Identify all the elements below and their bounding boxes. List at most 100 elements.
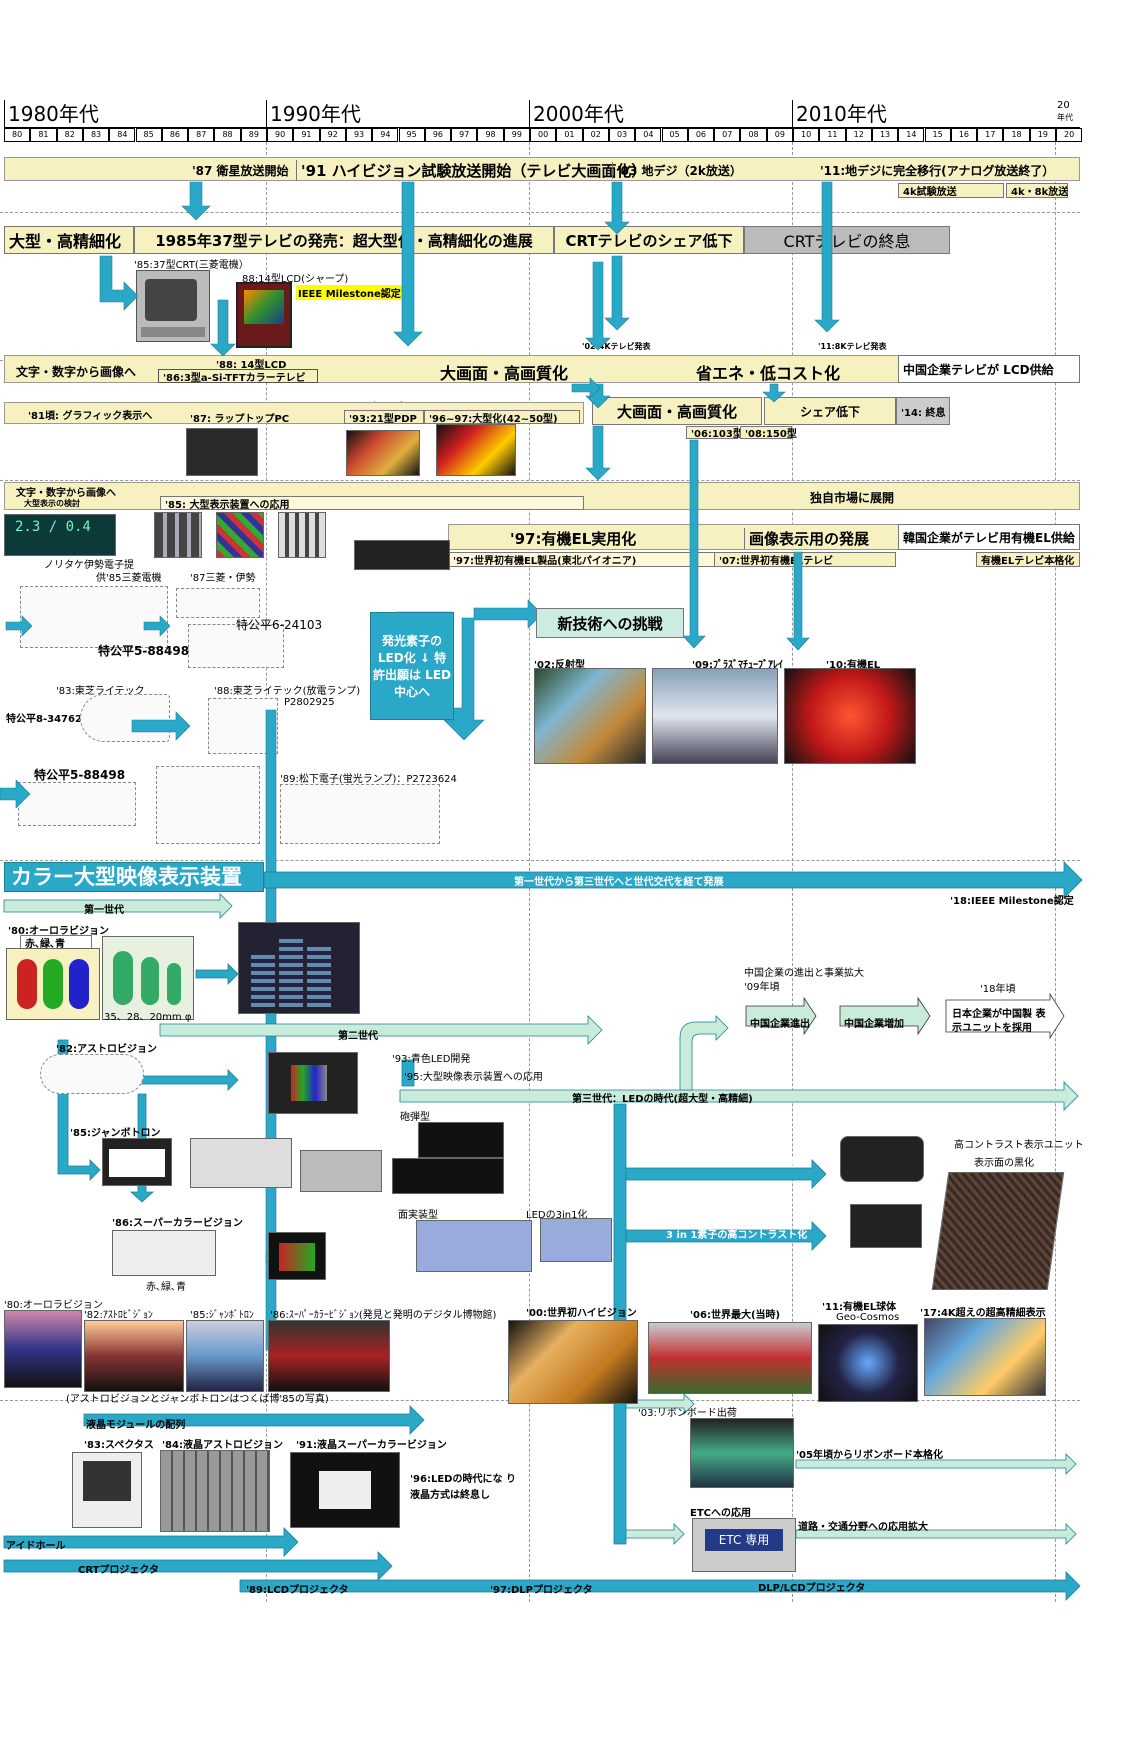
caption: 表示面の黒化 [974,1158,1034,1169]
year-tick: 98 [477,128,504,142]
pdp-laptop: '87: ラップトップPC [190,413,290,425]
year-tick: 20 [1056,128,1083,142]
year-tick: 10 [793,128,820,142]
china-branch [679,1015,729,1091]
photo-caption: '80:オーロラビジョン [4,1300,103,1311]
lcd-cost: 省エネ・低コスト化 [696,364,841,383]
caption: 面実装型 [398,1210,438,1221]
broadcast-2011: '11:地デジに完全移行(アナログ放送終了） [820,164,1055,178]
patent-drawing [188,624,284,668]
right-arrow [137,1069,239,1091]
lens-led-image [840,1136,924,1182]
jumbotron-unit-image [190,1138,292,1188]
aurora-bulbs-image [6,948,100,1020]
year-tick: 96 [424,128,452,142]
vfd-image: 2.3 / 0.4 [4,514,116,556]
patent-number: 特公平8-34762 [6,714,82,725]
vfd-module-image [154,512,202,558]
divider [0,860,1080,861]
broadcast-band [4,157,1080,181]
aurora-tubes-image [102,936,194,1020]
caption: '80:オーロラビジョン [8,926,109,937]
bullet-led-image [392,1158,504,1194]
dlp-projector-label: '97:DLPプロジェクタ [490,1585,593,1596]
black-surface-image [931,1172,1065,1290]
eidophor-label: アイドホール [6,1541,66,1552]
divider [0,480,1080,481]
year-tick: 81 [30,128,57,142]
pdp-42-image [436,424,516,476]
milestone-badge: IEEE Milestone認定 [296,285,403,300]
lens-label: 砲弾型の一部がﾚﾝｽﾞ付き面実装型へ [646,1158,806,1169]
new-tech-caption: '02:反射型 [534,660,585,671]
etc-photo: ETC 専用 [692,1518,796,1572]
caption: '85:ジャンボトロン [70,1128,161,1139]
spectus-photo [72,1452,142,1528]
caption: '87三菱・伊勢 [190,573,256,584]
caption: 赤､緑､青 [146,1282,186,1293]
caption: '91:液晶スーパーカラービジョン [296,1440,447,1451]
oled-product-image [354,540,450,570]
year-tick: 08 [740,128,767,142]
oled-practical: '97:有機EL実用化 [510,530,637,548]
year-tick: 84 [109,128,136,142]
super-color-bulbs-image [112,1230,216,1276]
caption: 高コントラスト表示ユニット [954,1140,1084,1151]
caption: '95:大型映像表示装置への応用 [404,1072,543,1083]
pdp-150: '08:150型 [740,426,797,440]
smd-led-image [416,1220,532,1272]
astro-photo [84,1320,184,1392]
year-tick: 05 [661,128,688,142]
gen2-module-image [268,1052,358,1114]
year-tick: 93 [345,128,373,142]
right-arrow [5,615,33,637]
caption: '82:アストロビジョン [56,1044,157,1055]
eidophor-arrow [3,1527,299,1557]
pdp-103: '06:103型 [686,426,743,440]
plasma-tube-image [652,668,778,764]
pdp-end: '14: 終息 [896,397,950,425]
patent-drawing [280,784,440,844]
down-arrow [786,551,810,651]
aurora-photo [4,1310,82,1388]
year-tick: 11 [819,128,846,142]
gen2-label: 第二世代 [338,1031,378,1042]
year-tick: 88 [214,128,241,142]
pdp-large-quality: 大画面・高画質化 [592,397,762,425]
year-tick: 95 [398,128,425,142]
year-tick: 06 [687,128,715,142]
caption: '05年頃からリボンボード本格化 [796,1450,943,1461]
patent-caption: '83:東芝ライテック [56,686,145,697]
year-tick: 03 [608,128,636,142]
oled-image-display: 画像表示用の発展 [744,528,869,549]
year-tick: 94 [372,128,399,142]
photo-caption: '17:4K超えの超高精細表示 [920,1308,1046,1319]
year-tick: 19 [1029,128,1056,142]
caption: '84:液晶アストロビジョン [162,1440,283,1451]
etc-sign: ETC 専用 [705,1529,783,1551]
year-tick: 01 [556,128,583,142]
photo-note: (アストロビジョンとジャンボトロンはつくば博'85の写真) [66,1394,329,1405]
3in1-high-contrast-image [850,1204,922,1248]
broadcast-1991: '91 ハイビジョン試験放送開始（テレビ大画面化） [296,160,646,181]
caption: ETCへの応用 [690,1508,751,1519]
gen3-arrow [399,1081,1079,1111]
china-increase: 中国企業増加 [844,1019,904,1030]
oled-korea: 韓国企業がテレビ用有機EL供給 [898,524,1080,550]
caption: 供'85三菱電機 [96,573,162,584]
lcd-astro-photo [160,1450,270,1532]
year-tick: 12 [845,128,872,142]
decade-end-bottom: 年代 [1057,113,1073,122]
patent-drawing [20,586,168,648]
broadcast-1987: '87 衛星放送開始 [192,164,289,178]
jumbo-photo [186,1320,264,1392]
japan-adopt-box [945,992,1065,1040]
year-tick: 15 [924,128,951,142]
ribbon-board-photo [690,1418,794,1488]
lcd-module-arrow [83,1405,425,1435]
gen1-arrow [3,893,233,919]
right-arrow [131,711,191,741]
lcd-module-label: 液晶モジュールの配列 [86,1420,186,1431]
down-arrow [604,181,630,235]
